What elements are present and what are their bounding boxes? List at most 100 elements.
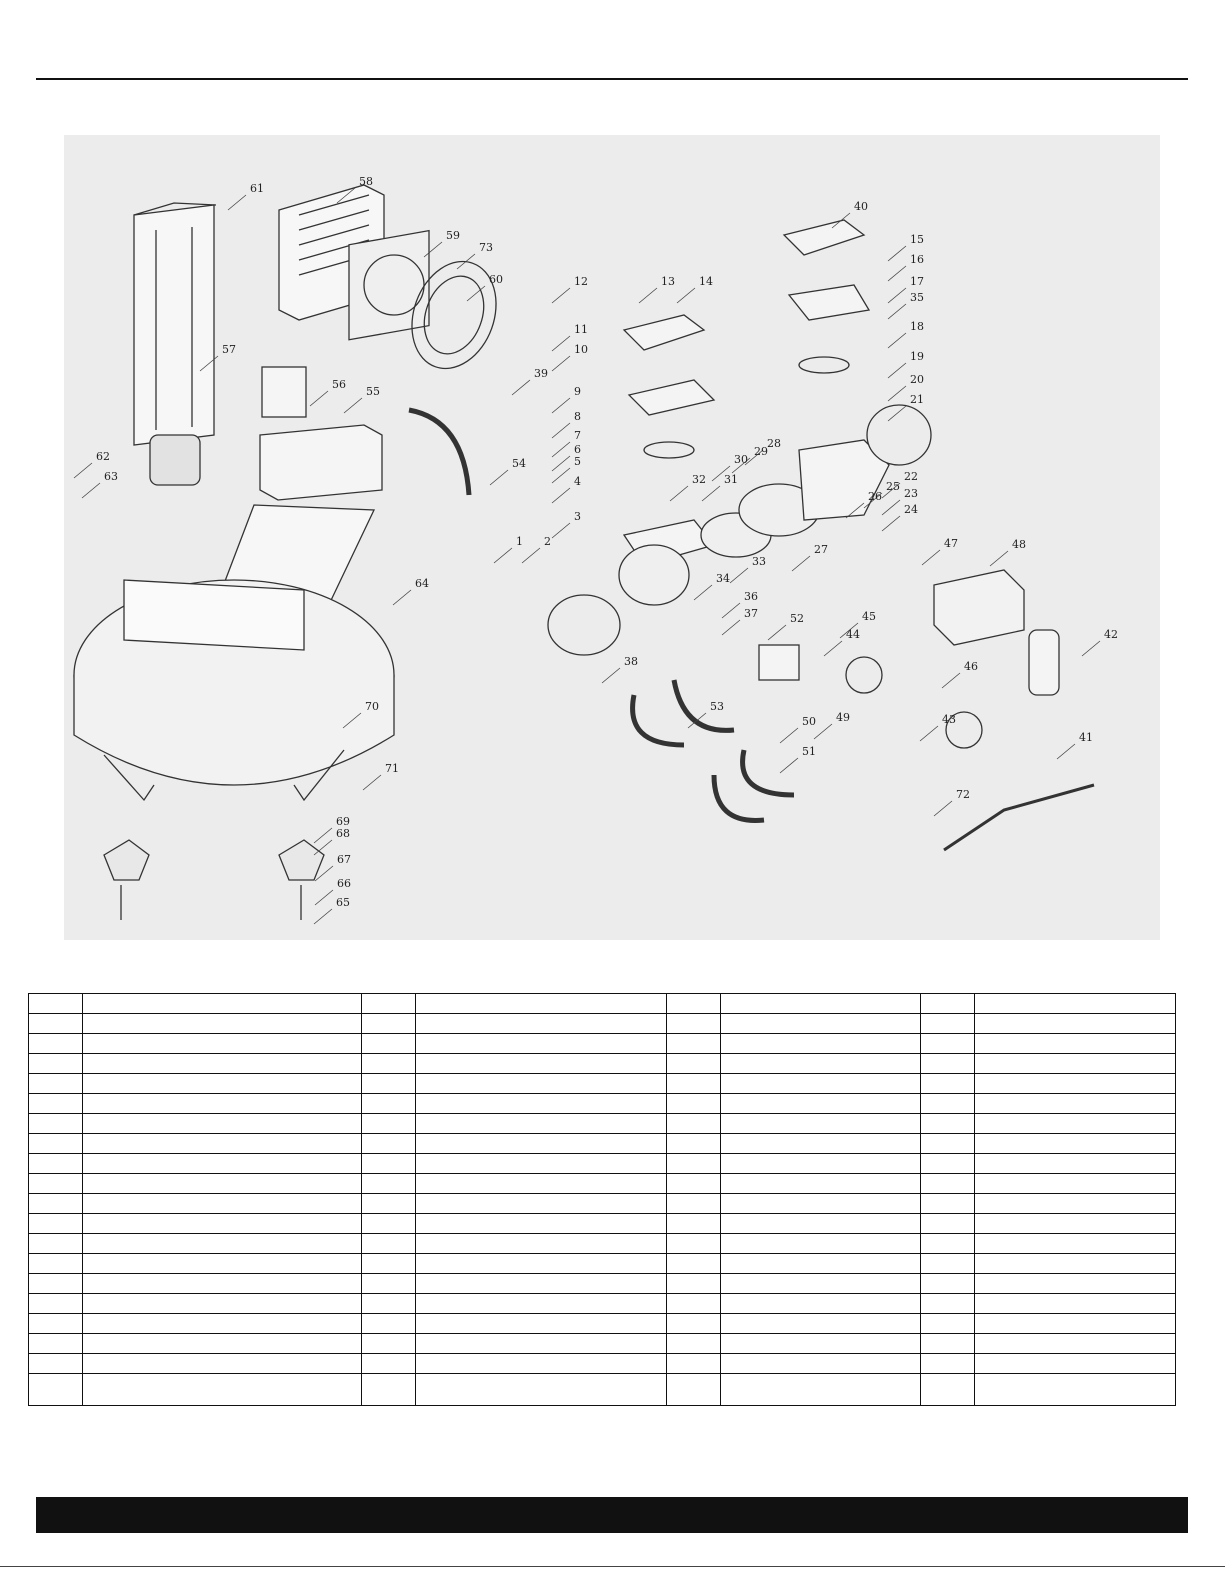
table-cell xyxy=(666,993,721,1014)
callout-leader-48 xyxy=(989,550,1009,567)
callout-leader-71 xyxy=(362,774,382,791)
table-cell xyxy=(920,1233,975,1254)
table-cell xyxy=(666,1093,721,1114)
table-cell xyxy=(974,1053,1176,1074)
box-and-tank-drawing xyxy=(73,366,395,802)
callout-leader-69 xyxy=(313,827,333,844)
callout-label-9: 9 xyxy=(574,385,581,398)
callout-label-59: 59 xyxy=(446,229,460,242)
table-cell xyxy=(720,1253,921,1274)
table-cell xyxy=(666,1033,721,1054)
callout-leader-46 xyxy=(941,672,961,689)
callout-label-39: 39 xyxy=(534,367,548,380)
callout-label-3: 3 xyxy=(574,510,581,523)
table-cell xyxy=(361,1313,416,1334)
table-cell xyxy=(82,1093,362,1114)
callout-label-15: 15 xyxy=(910,233,924,246)
callout-label-4: 4 xyxy=(574,475,581,488)
table-cell xyxy=(28,1293,83,1314)
page-bottom-rule xyxy=(0,1566,1225,1567)
table-row xyxy=(28,1293,1176,1314)
table-cell xyxy=(82,993,362,1014)
callout-label-29: 29 xyxy=(754,445,768,458)
table-cell xyxy=(974,1253,1176,1274)
table-cell xyxy=(28,1273,83,1294)
table-cell xyxy=(666,1013,721,1034)
table-cell xyxy=(82,1333,362,1354)
callout-leader-32 xyxy=(669,485,689,502)
table-cell xyxy=(28,1313,83,1334)
callout-label-63: 63 xyxy=(104,470,118,483)
table-cell xyxy=(82,1053,362,1074)
callout-label-2: 2 xyxy=(544,535,551,548)
table-cell xyxy=(666,1293,721,1314)
table-cell xyxy=(974,1093,1176,1114)
table-cell xyxy=(720,1293,921,1314)
callout-label-22: 22 xyxy=(904,470,918,483)
table-cell xyxy=(920,1153,975,1174)
table-cell xyxy=(666,1373,721,1406)
table-cell xyxy=(720,1233,921,1254)
callout-leader-33 xyxy=(729,567,749,584)
table-cell xyxy=(415,993,667,1014)
table-row xyxy=(28,1113,1176,1134)
table-cell xyxy=(28,1093,83,1114)
table-cell xyxy=(920,993,975,1014)
table-cell xyxy=(666,1073,721,1094)
table-cell xyxy=(666,1233,721,1254)
callout-leader-3 xyxy=(551,522,571,539)
table-cell xyxy=(666,1253,721,1274)
table-cell xyxy=(28,993,83,1014)
callout-leader-49 xyxy=(813,723,833,740)
table-cell xyxy=(361,1053,416,1074)
table-cell xyxy=(974,1173,1176,1194)
table-cell xyxy=(82,1273,362,1294)
callout-leader-56 xyxy=(309,390,329,407)
table-row xyxy=(28,1333,1176,1354)
callout-leader-45 xyxy=(839,622,859,639)
table-cell xyxy=(666,1193,721,1214)
callout-label-40: 40 xyxy=(854,200,868,213)
table-cell xyxy=(920,1173,975,1194)
callout-label-12: 12 xyxy=(574,275,588,288)
table-cell xyxy=(28,1213,83,1234)
table-cell xyxy=(82,1293,362,1314)
callout-leader-34 xyxy=(693,584,713,601)
table-cell xyxy=(82,1213,362,1234)
callout-leader-67 xyxy=(314,865,334,882)
table-cell xyxy=(361,993,416,1014)
table-cell xyxy=(82,1313,362,1334)
table-cell xyxy=(361,1193,416,1214)
callout-label-46: 46 xyxy=(964,660,978,673)
table-row xyxy=(28,993,1176,1014)
table-cell xyxy=(361,1353,416,1374)
callout-leader-50 xyxy=(779,727,799,744)
table-cell xyxy=(361,1333,416,1354)
table-cell xyxy=(415,1093,667,1114)
callout-leader-35 xyxy=(887,303,907,320)
table-cell xyxy=(82,1033,362,1054)
table-cell xyxy=(920,1253,975,1274)
callout-label-56: 56 xyxy=(332,378,346,391)
table-cell xyxy=(974,1013,1176,1034)
table-cell xyxy=(666,1333,721,1354)
table-cell xyxy=(974,1113,1176,1134)
callout-leader-62 xyxy=(73,462,93,479)
callout-leader-8 xyxy=(551,422,571,439)
callout-label-65: 65 xyxy=(336,896,350,909)
table-cell xyxy=(974,1313,1176,1334)
callout-label-47: 47 xyxy=(944,537,958,550)
callout-label-55: 55 xyxy=(366,385,380,398)
callout-leader-40 xyxy=(831,212,851,229)
table-cell xyxy=(720,1153,921,1174)
callout-label-36: 36 xyxy=(744,590,758,603)
table-cell xyxy=(920,1033,975,1054)
callout-leader-15 xyxy=(887,245,907,262)
callout-label-34: 34 xyxy=(716,572,730,585)
table-row xyxy=(28,1073,1176,1094)
table-cell xyxy=(415,1073,667,1094)
callout-leader-39 xyxy=(511,379,531,396)
table-cell xyxy=(415,1353,667,1374)
table-row xyxy=(28,1353,1176,1374)
